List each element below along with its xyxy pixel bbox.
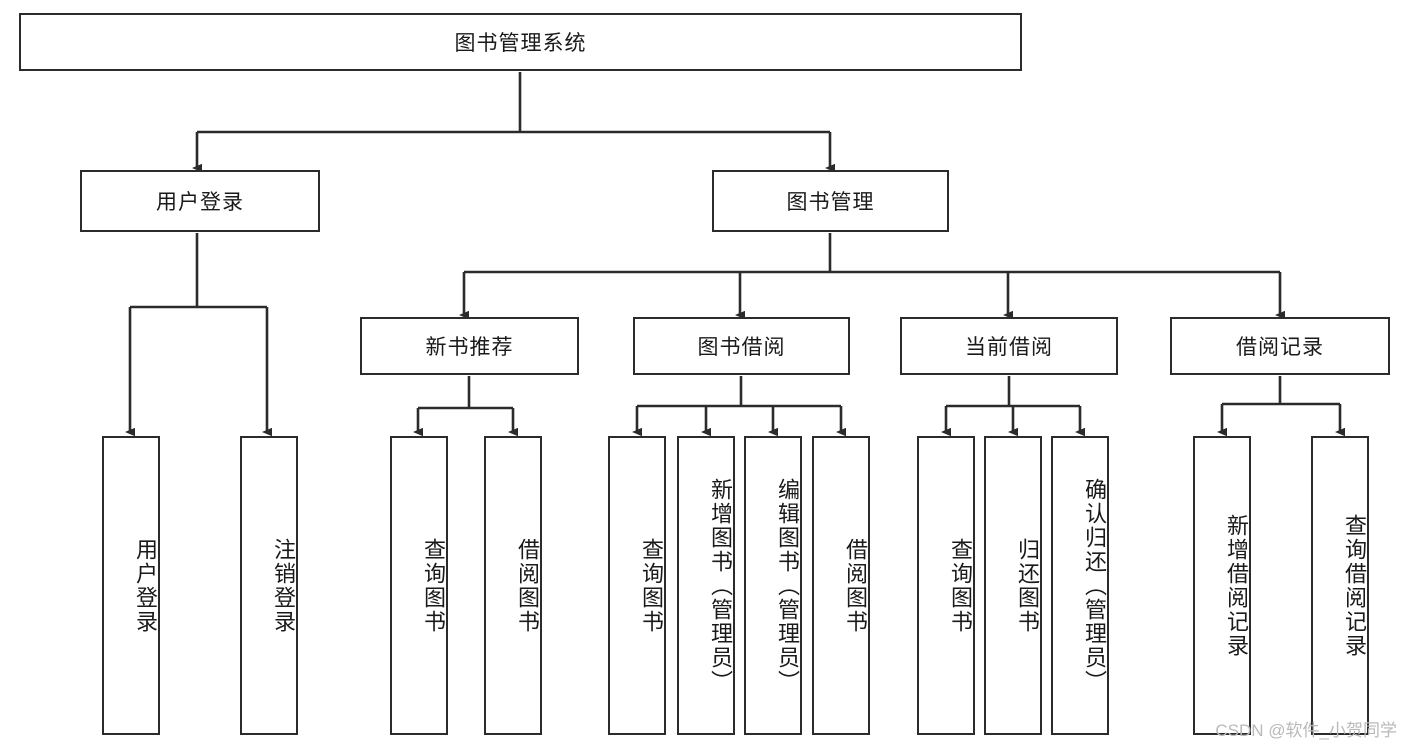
node-label: 查询借阅记录: [1342, 513, 1367, 658]
node-user-login[interactable]: 用户登录: [80, 170, 320, 232]
node-label: 查询图书: [421, 537, 446, 634]
node-new-book-recommendation[interactable]: 新书推荐: [360, 317, 579, 375]
node-label: 新增图书（管理员）: [708, 477, 733, 694]
csdn-watermark: CSDN @软件_小贺同学: [1215, 721, 1397, 740]
node-label: 图书借阅: [697, 336, 786, 359]
node-label: 新增借阅记录: [1224, 513, 1249, 658]
node-label: 用户登录: [156, 191, 244, 214]
node-book-borrowing[interactable]: 图书借阅: [633, 317, 850, 375]
node-label: 归还图书: [1015, 537, 1040, 634]
node-label: 图书管理系统: [454, 32, 587, 55]
node-label: 借阅图书: [515, 537, 540, 634]
node-label: 借阅记录: [1236, 336, 1324, 359]
leaf-user-login-signin[interactable]: 用户登录: [102, 436, 160, 735]
node-label: 图书管理: [786, 191, 875, 214]
leaf-borrow-record-add-record[interactable]: 新增借阅记录: [1193, 436, 1251, 735]
leaf-current-borrow-query-books[interactable]: 查询图书: [917, 436, 975, 735]
node-label: 当前借阅: [965, 336, 1053, 359]
node-root-book-management-system[interactable]: 图书管理系统: [19, 13, 1022, 71]
node-label: 新书推荐: [425, 336, 514, 359]
node-label: 注销登录: [271, 537, 296, 634]
node-label: 查询图书: [948, 537, 973, 634]
leaf-new-book-borrow-books[interactable]: 借阅图书: [484, 436, 542, 735]
leaf-new-book-query-books[interactable]: 查询图书: [390, 436, 448, 735]
leaf-book-borrow-borrow-books[interactable]: 借阅图书: [812, 436, 870, 735]
node-current-borrowing[interactable]: 当前借阅: [900, 317, 1118, 375]
node-label: 查询图书: [639, 537, 664, 634]
leaf-current-borrow-confirm-return-admin[interactable]: 确认归还（管理员）: [1051, 436, 1109, 735]
leaf-book-borrow-query-books[interactable]: 查询图书: [608, 436, 666, 735]
leaf-book-borrow-add-book-admin[interactable]: 新增图书（管理员）: [677, 436, 735, 735]
node-label: 借阅图书: [843, 537, 868, 634]
node-label: 确认归还（管理员）: [1082, 477, 1107, 694]
node-label: 用户登录: [133, 537, 158, 634]
node-borrow-records[interactable]: 借阅记录: [1170, 317, 1390, 375]
node-label: 编辑图书（管理员）: [775, 477, 800, 694]
leaf-user-login-signout[interactable]: 注销登录: [240, 436, 298, 735]
leaf-borrow-record-query-record[interactable]: 查询借阅记录: [1311, 436, 1369, 735]
leaf-book-borrow-edit-book-admin[interactable]: 编辑图书（管理员）: [744, 436, 802, 735]
leaf-current-borrow-return-books[interactable]: 归还图书: [984, 436, 1042, 735]
node-book-management[interactable]: 图书管理: [712, 170, 949, 232]
